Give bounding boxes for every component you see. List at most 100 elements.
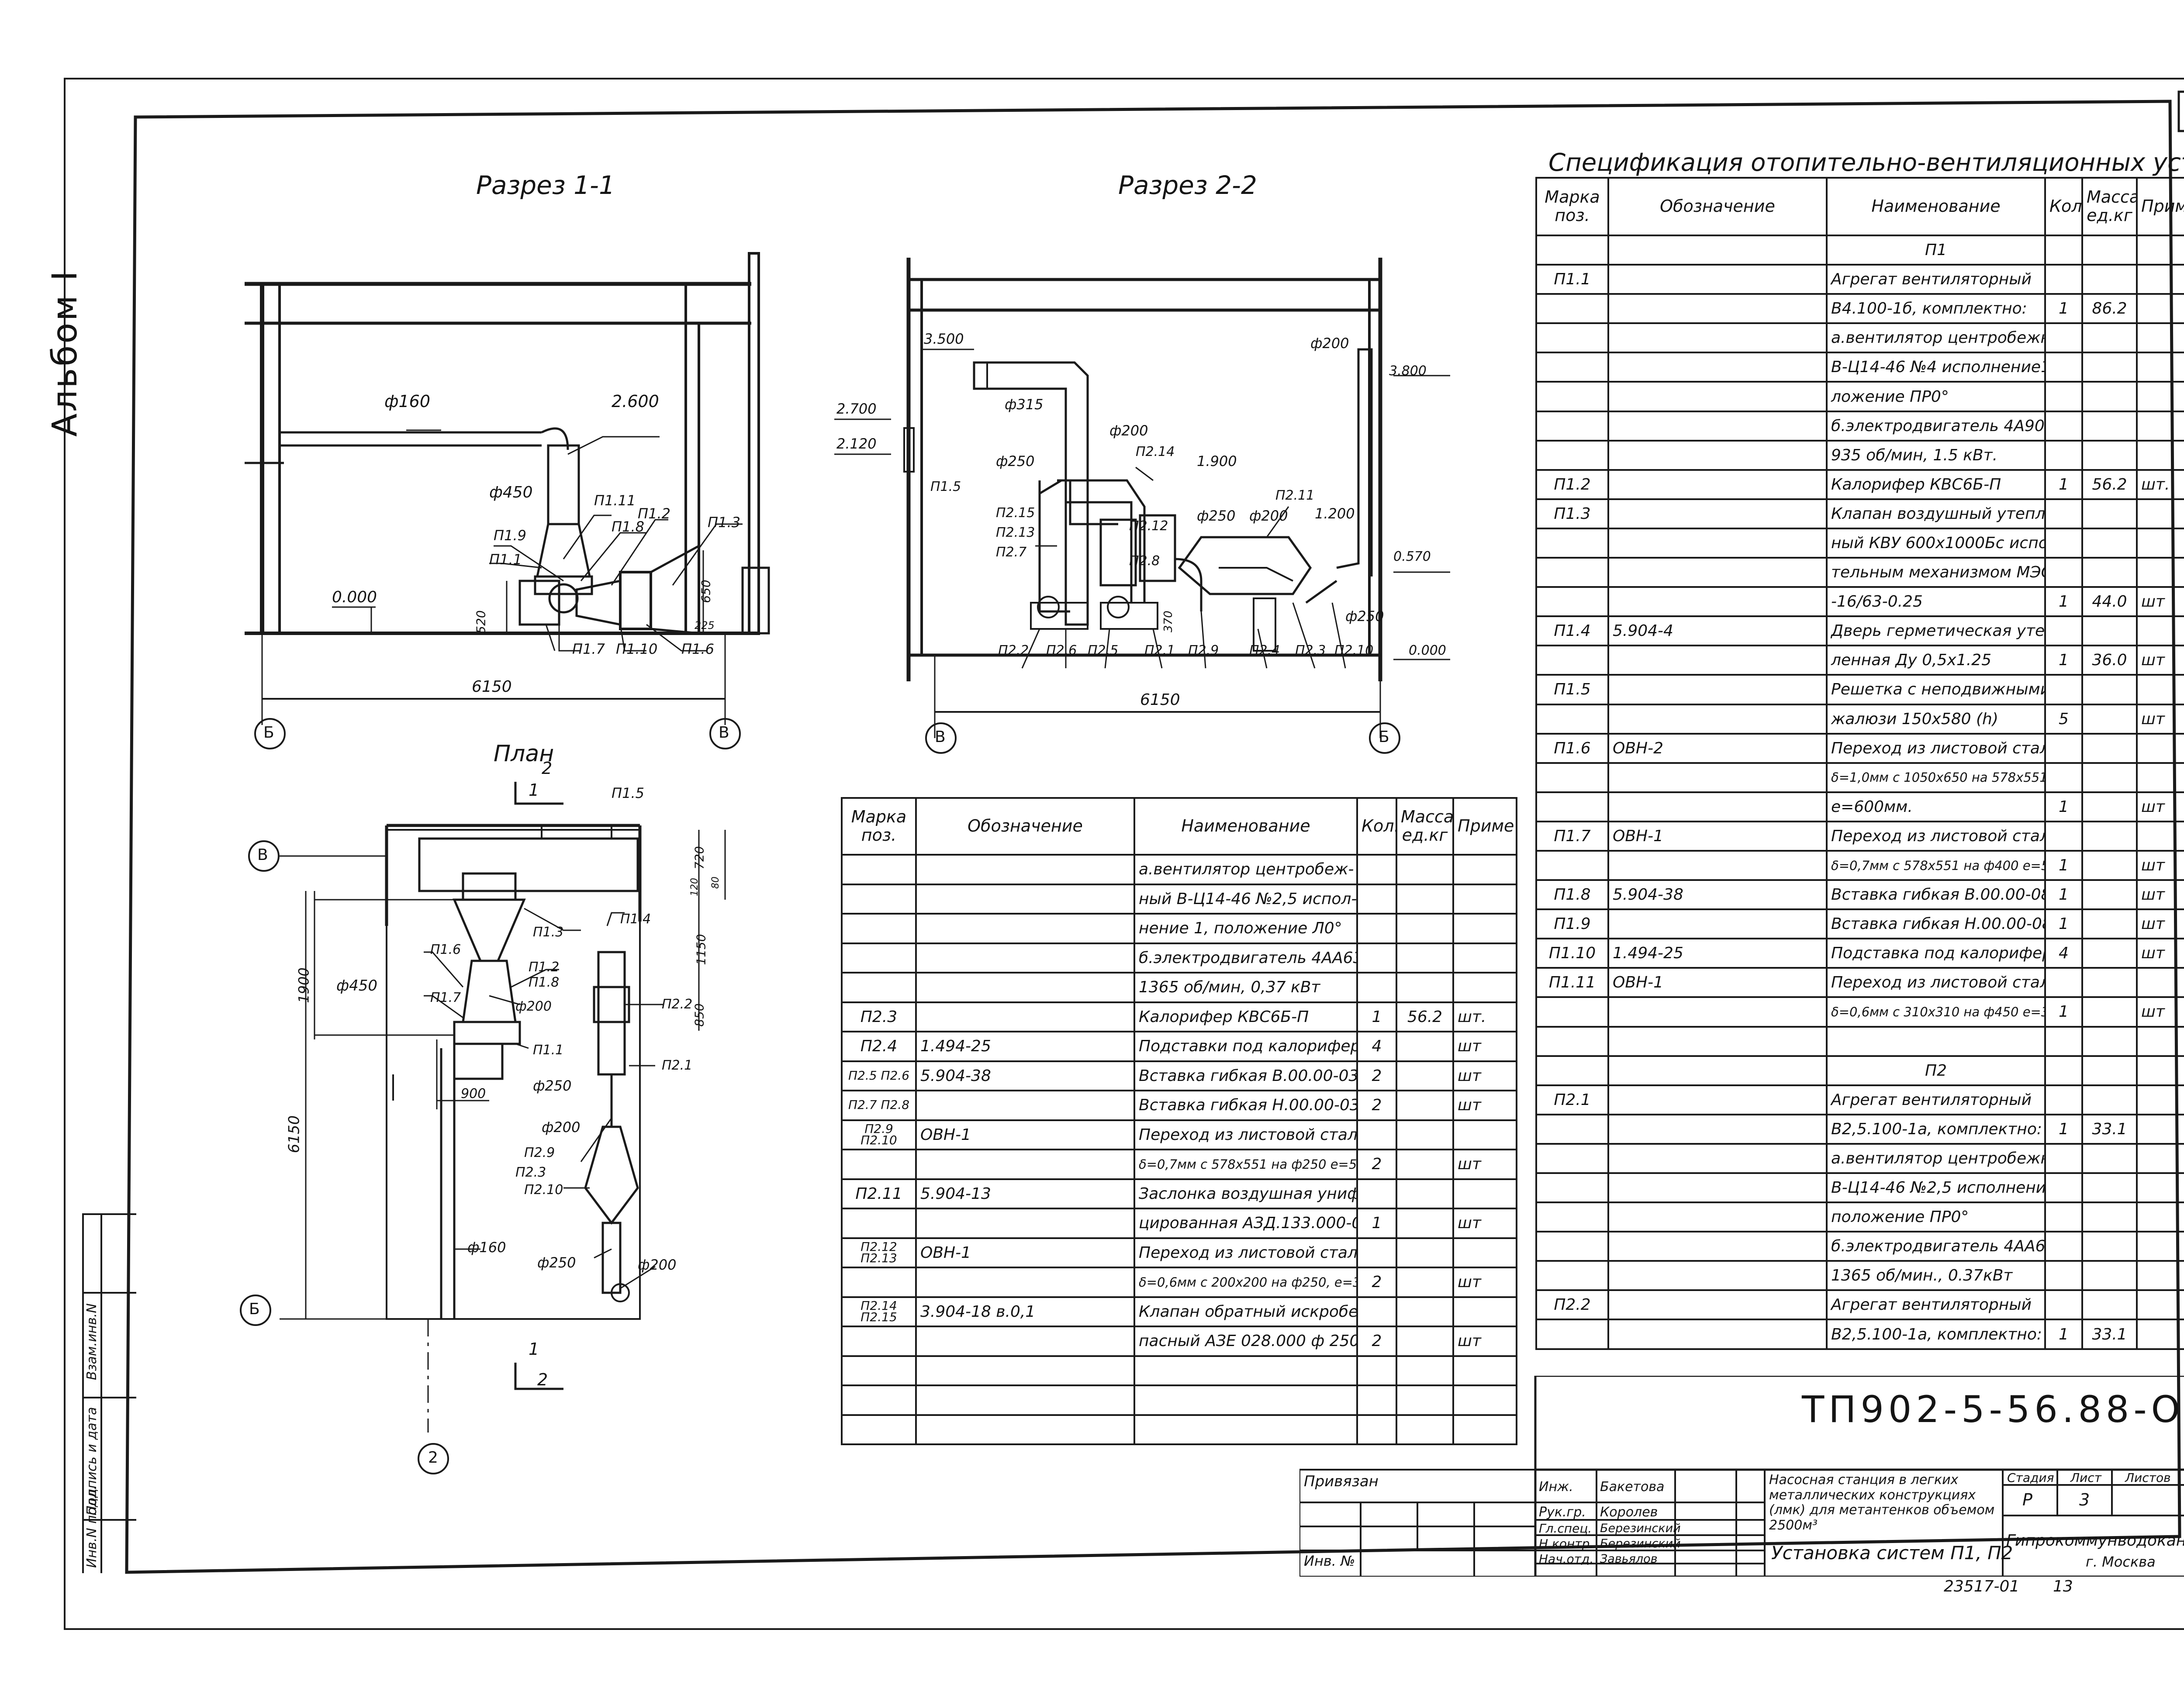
cell-designation: 5.904-38 bbox=[915, 1060, 1135, 1091]
cell-note: шт bbox=[2136, 703, 2184, 735]
header-note: Примечание bbox=[1452, 797, 1517, 856]
cell-designation bbox=[915, 1326, 1135, 1357]
cell-designation bbox=[915, 1208, 1135, 1239]
cell-mass: 44.0 bbox=[2081, 586, 2138, 618]
cell-mark bbox=[1535, 1260, 1609, 1291]
cell-qty bbox=[2044, 352, 2083, 383]
cell-mark: П2.3 bbox=[841, 1001, 917, 1032]
cell-qty: 5 bbox=[2044, 703, 2083, 735]
title-block-grid bbox=[1299, 1376, 2184, 1577]
plan-label: ф200 bbox=[638, 1257, 677, 1273]
cell-note: шт bbox=[2136, 879, 2184, 911]
section1-label: 650 bbox=[698, 580, 713, 603]
cell-mark bbox=[841, 913, 917, 944]
cell-mass bbox=[2081, 791, 2138, 822]
cell-name: Переход из листовой стали bbox=[1133, 1119, 1358, 1150]
cell-designation: ОВН-1 bbox=[1607, 820, 1828, 852]
cell-mark bbox=[841, 1267, 917, 1298]
cell-mark: П1.10 bbox=[1535, 938, 1609, 969]
cell-name: Заслонка воздушная унифи- bbox=[1133, 1178, 1358, 1209]
cell-qty bbox=[2044, 322, 2083, 354]
cell-mark bbox=[1535, 439, 1609, 471]
cell-qty bbox=[1356, 972, 1397, 1003]
section2-label: П2.6 bbox=[1046, 643, 1077, 658]
cell-name: -16/63-0.25 bbox=[1826, 586, 2046, 618]
cell-mass bbox=[2081, 703, 2138, 735]
section2-label: 370 bbox=[1161, 611, 1175, 632]
cell-note: шт bbox=[2136, 645, 2184, 676]
cell-qty bbox=[1356, 854, 1397, 885]
cell-designation bbox=[915, 1090, 1135, 1121]
cell-qty bbox=[2044, 234, 2083, 266]
cell-mark bbox=[1535, 1055, 1609, 1086]
axis-label: Б bbox=[263, 724, 274, 742]
table-row: δ=0,7мм с 578х551 на ф250 е=500мм2шт bbox=[841, 1149, 1517, 1180]
cell-mark bbox=[1535, 527, 1609, 559]
cell-note: шт. bbox=[2136, 469, 2184, 500]
header-note: Примечание bbox=[2136, 177, 2184, 236]
section2-label: 2.700 bbox=[836, 400, 877, 417]
list-value: 3 bbox=[2079, 1490, 2090, 1509]
cell-name: δ=0,6мм с 310х310 на ф450 е=300мм bbox=[1826, 996, 2046, 1028]
plan-label: П2.1 bbox=[662, 1058, 693, 1073]
cell-designation bbox=[1607, 234, 1828, 266]
header-mark: Марка поз. bbox=[1535, 177, 1609, 236]
cell-name: В-Ц14-46 №2,5 исполнение1, bbox=[1826, 1172, 2046, 1204]
cell-mark bbox=[1535, 381, 1609, 412]
cell-mass bbox=[2081, 908, 2138, 940]
cell-note bbox=[1452, 972, 1517, 1003]
table-row: нение 1, положение Л0° bbox=[841, 913, 1517, 944]
cell-note bbox=[2136, 1201, 2184, 1233]
section1-label: П1.8 bbox=[612, 518, 644, 535]
plan-label: ф250 bbox=[533, 1077, 572, 1094]
section1-label: 225 bbox=[695, 619, 715, 632]
cell-mass bbox=[2081, 322, 2138, 354]
cell-mass bbox=[1396, 854, 1454, 885]
cell-note: шт bbox=[1452, 1208, 1517, 1239]
plan-dimension: 80 bbox=[710, 877, 721, 889]
cell-mark bbox=[841, 1355, 917, 1386]
cut-mark-label: 1 bbox=[529, 1340, 539, 1359]
cell-mass bbox=[1396, 1326, 1454, 1357]
cell-name: Клапан воздушный утеплен- bbox=[1826, 498, 2046, 529]
cell-mass bbox=[2081, 938, 2138, 969]
cell-note: шт bbox=[1452, 1031, 1517, 1062]
cell-designation bbox=[915, 1149, 1135, 1180]
lists-label: Листов bbox=[2125, 1471, 2171, 1485]
plan-dimension: 850 bbox=[692, 1003, 707, 1027]
cell-qty bbox=[2044, 1289, 2083, 1321]
header-qty: Кол. bbox=[2044, 177, 2083, 236]
cell-note bbox=[2136, 762, 2184, 793]
project-code: ТП902-5-56.88-ОВ bbox=[1802, 1388, 2184, 1431]
cell-name: 935 об/мин, 1.5 кВт. bbox=[1826, 439, 2046, 471]
cell-note bbox=[2136, 527, 2184, 559]
cell-qty bbox=[1356, 1384, 1397, 1416]
cell-designation bbox=[1607, 674, 1828, 705]
table-row: 1365 об/мин, 0,37 кВт bbox=[841, 972, 1517, 1003]
cell-designation bbox=[1607, 849, 1828, 881]
section2-label: ф315 bbox=[1005, 396, 1044, 413]
section2-label: П1.5 bbox=[930, 479, 961, 494]
section2-label: ф200 bbox=[1109, 422, 1148, 439]
header-qty: Кол. bbox=[1356, 797, 1397, 856]
section2-label: П2.3 bbox=[1295, 643, 1326, 658]
cut-mark-label: 2 bbox=[542, 759, 553, 778]
cell-mark: П1.1 bbox=[1535, 264, 1609, 295]
cell-note bbox=[1452, 883, 1517, 915]
cell-name: δ=0,7мм с 578х551 на ф250 е=500мм bbox=[1133, 1149, 1358, 1180]
cell-qty: 1 bbox=[2044, 879, 2083, 911]
inv-label: Инв. № bbox=[1304, 1553, 1355, 1569]
stage-value: Р bbox=[2022, 1490, 2032, 1509]
cell-mark: П2.1 bbox=[1535, 1084, 1609, 1115]
section1-label: П1.3 bbox=[708, 514, 740, 531]
cell-note bbox=[2136, 557, 2184, 588]
cell-name: В-Ц14-46 №4 исполнение1, по- bbox=[1826, 352, 2046, 383]
section2-label: П2.8 bbox=[1129, 553, 1160, 569]
cell-designation bbox=[1607, 1113, 1828, 1145]
cell-mass bbox=[1396, 1267, 1454, 1298]
table-row: 935 об/мин, 1.5 кВт. bbox=[1535, 439, 2184, 471]
